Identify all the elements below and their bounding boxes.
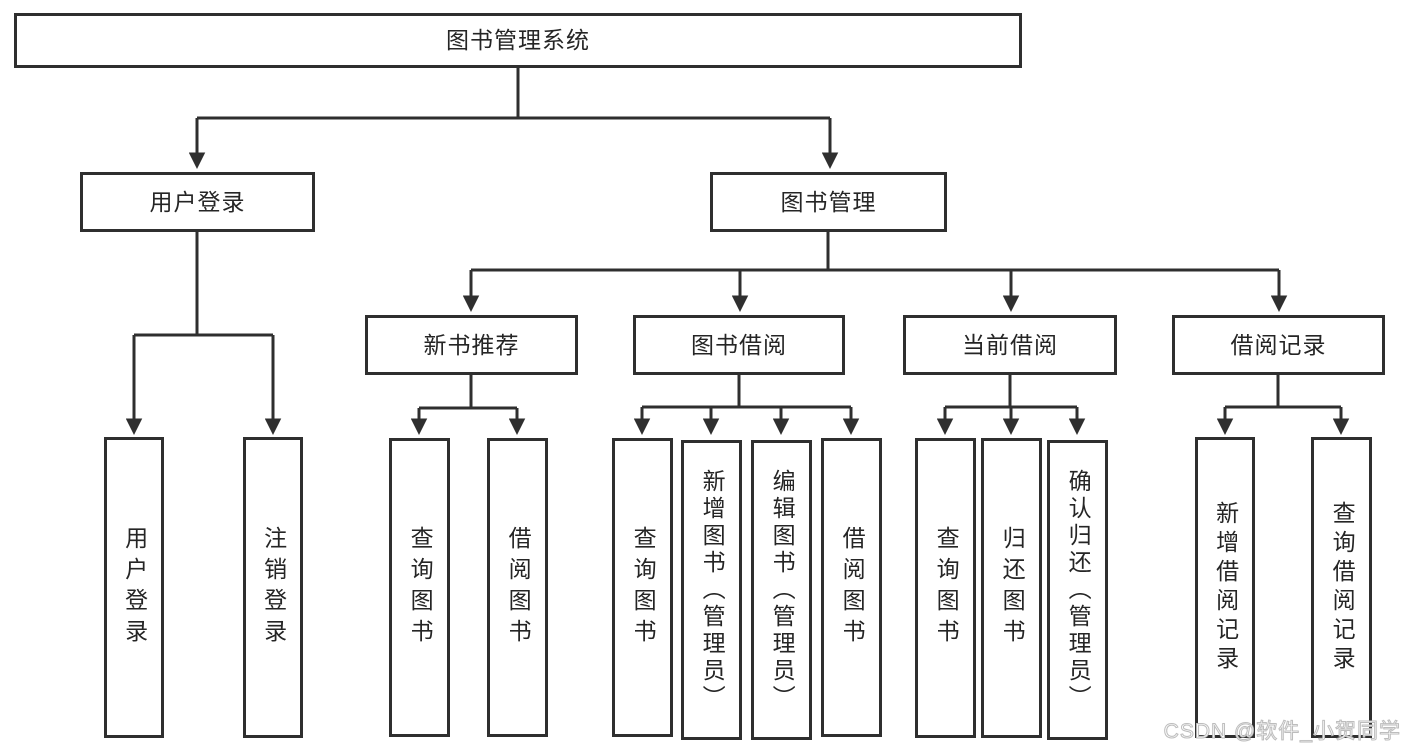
leaf-borrow-add-book-admin: 新增图书（管理员）	[681, 440, 742, 740]
leaf-user-login-label: 用户登录	[121, 525, 148, 650]
leaf-borrow-query-book: 查询图书	[612, 438, 673, 737]
leaf-current-confirm-return-admin: 确认归还（管理员）	[1047, 440, 1108, 740]
leaf-newbook-query-book: 查询图书	[389, 438, 450, 737]
leaf-current-query-book: 查询图书	[915, 438, 976, 738]
node-root-library-system: 图书管理系统	[14, 13, 1022, 68]
node-new-book-recommendation: 新书推荐	[365, 315, 578, 375]
node-book-management: 图书管理	[710, 172, 947, 232]
leaf-records-query-record-label: 查询借阅记录	[1329, 500, 1356, 675]
leaf-logout: 注销登录	[243, 437, 303, 738]
leaf-current-return-book: 归还图书	[981, 438, 1042, 738]
leaf-records-add-record-label: 新增借阅记录	[1212, 500, 1239, 675]
leaf-newbook-borrow-book-label: 借阅图书	[505, 525, 532, 650]
node-book-borrowing: 图书借阅	[633, 315, 845, 375]
leaf-borrow-borrow-book-label: 借阅图书	[839, 525, 866, 650]
leaf-current-return-book-label: 归还图书	[999, 526, 1026, 650]
leaf-borrow-query-book-label: 查询图书	[630, 525, 657, 650]
leaf-current-query-book-label: 查询图书	[933, 526, 960, 650]
leaf-logout-label: 注销登录	[260, 525, 287, 650]
leaf-current-confirm-return-admin-label: 确认归还（管理员）	[1065, 468, 1092, 712]
node-current-borrowing: 当前借阅	[903, 315, 1117, 375]
csdn-watermark: CSDN @软件_小贺同学	[1163, 720, 1401, 744]
leaf-records-query-record: 查询借阅记录	[1311, 437, 1372, 738]
leaf-newbook-borrow-book: 借阅图书	[487, 438, 548, 737]
leaf-newbook-query-book-label: 查询图书	[407, 525, 434, 650]
leaf-borrow-edit-book-admin: 编辑图书（管理员）	[751, 440, 812, 740]
leaf-borrow-borrow-book: 借阅图书	[821, 438, 882, 737]
node-borrowing-records: 借阅记录	[1172, 315, 1385, 375]
node-user-login: 用户登录	[80, 172, 315, 232]
leaf-user-login: 用户登录	[104, 437, 164, 738]
leaf-borrow-edit-book-admin-label: 编辑图书（管理员）	[769, 468, 796, 712]
leaf-borrow-add-book-admin-label: 新增图书（管理员）	[699, 468, 726, 712]
leaf-records-add-record: 新增借阅记录	[1195, 437, 1255, 738]
